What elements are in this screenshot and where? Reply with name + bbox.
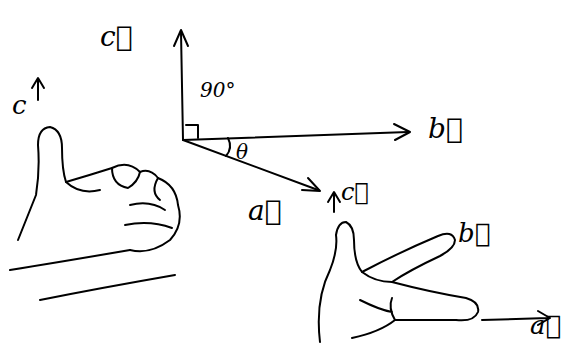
arrowhead [302, 178, 320, 191]
c-axis [181, 32, 183, 140]
left-fingers [66, 168, 172, 228]
vector-label: c [12, 90, 27, 121]
left-hand [18, 127, 180, 251]
vector-label: a⃗ [530, 310, 561, 341]
b-axis [183, 132, 408, 140]
c-arrow [32, 78, 44, 100]
vector-label: a⃗ [248, 194, 282, 228]
c-arrow [328, 192, 340, 212]
arrowhead [174, 30, 188, 46]
right-fingers [360, 272, 395, 320]
vector-label: b⃗ [458, 218, 490, 249]
theta-arc [226, 138, 230, 156]
vector-label: θ [236, 140, 248, 164]
vector-label: c⃗ [100, 20, 132, 54]
left-wrist [10, 250, 175, 300]
right-hand [319, 222, 479, 342]
vector-label: b⃗ [428, 112, 463, 146]
right-angle-mark [186, 125, 198, 138]
vector-label: c⃗ [341, 178, 369, 207]
vector-label: 90° [200, 78, 235, 102]
arrowhead [394, 124, 410, 140]
a-vector [183, 140, 318, 190]
